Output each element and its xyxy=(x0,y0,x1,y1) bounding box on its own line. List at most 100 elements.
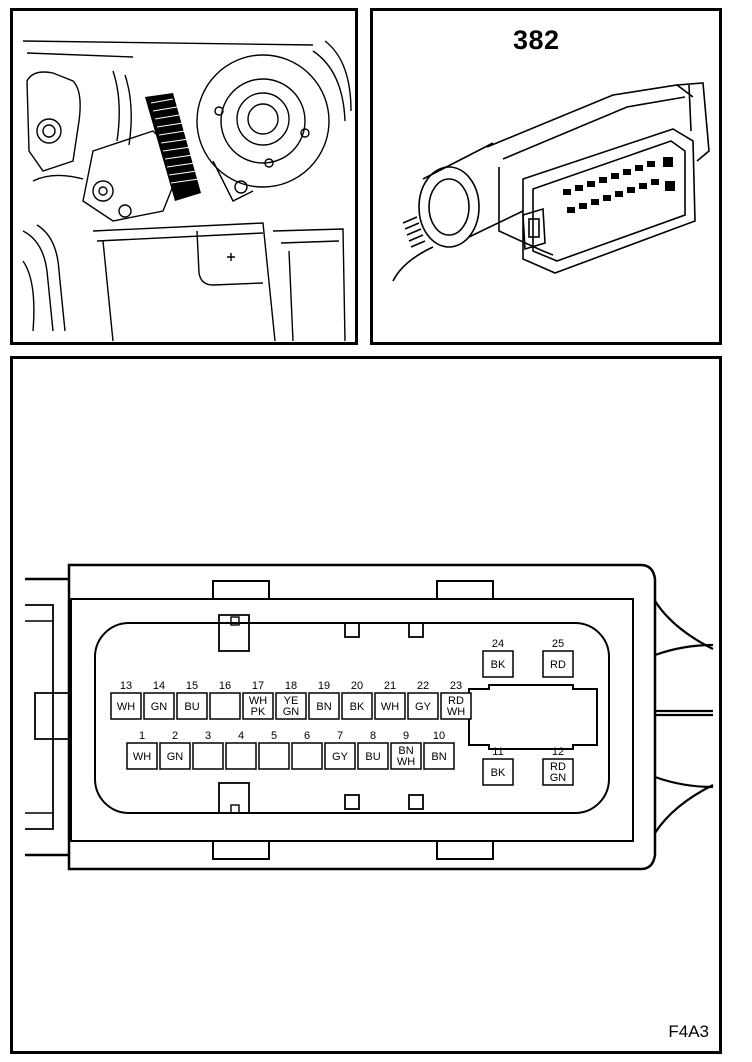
pin-cavity xyxy=(110,692,142,720)
pin-cavity xyxy=(482,650,514,678)
pin-3: 3 xyxy=(192,730,224,770)
wire-color: GY xyxy=(332,751,349,763)
wire-color: BK xyxy=(491,659,506,671)
pin-cavity xyxy=(275,692,307,720)
pin-8: 8BU xyxy=(357,730,389,770)
connector-number: 382 xyxy=(513,25,560,55)
pin-number: 20 xyxy=(351,680,363,692)
pin-number: 15 xyxy=(186,680,198,692)
pin-cavity xyxy=(341,692,373,720)
pin-number: 12 xyxy=(552,746,564,758)
wire-color: RD xyxy=(550,659,566,671)
pin-number: 16 xyxy=(219,680,231,692)
pin-number: 2 xyxy=(172,730,178,742)
pin-number: 14 xyxy=(153,680,165,692)
pin-cavity xyxy=(143,692,175,720)
pin-cavity xyxy=(390,742,422,770)
pin-cavity xyxy=(407,692,439,720)
pin-number: 4 xyxy=(238,730,244,742)
pin-number: 8 xyxy=(370,730,376,742)
pin-cavity xyxy=(440,692,472,720)
wire-color: GN xyxy=(167,751,184,763)
pin-cavity xyxy=(374,692,406,720)
pin-cavity xyxy=(308,692,340,720)
pin-number: 9 xyxy=(403,730,409,742)
wire-color: BK xyxy=(350,701,365,713)
pin-number: 5 xyxy=(271,730,277,742)
wire-color: WH xyxy=(133,751,151,763)
pin-number: 19 xyxy=(318,680,330,692)
pin-number: 1 xyxy=(139,730,145,742)
wire-color: BU xyxy=(184,701,199,713)
pin-cavity xyxy=(176,692,208,720)
pin-cavity xyxy=(159,742,191,770)
pin-number: 11 xyxy=(492,746,503,758)
pin-number: 6 xyxy=(304,730,310,742)
pin-cavity xyxy=(291,742,323,770)
pin-cavity xyxy=(225,742,257,770)
pin-4: 4 xyxy=(225,730,257,770)
pin-number: 10 xyxy=(433,730,445,742)
wire-color: BK xyxy=(491,767,506,779)
pin-cavity xyxy=(126,742,158,770)
connector-location-highlight xyxy=(145,93,201,201)
pin-cavity xyxy=(242,692,274,720)
wire-color: GN xyxy=(151,701,168,713)
pin-cavity xyxy=(192,742,224,770)
pin-cavity xyxy=(357,742,389,770)
pin-cavity xyxy=(482,758,514,786)
connector-illustration: 382 xyxy=(370,8,722,345)
pin-number: 13 xyxy=(120,680,132,692)
pin-cavity xyxy=(423,742,455,770)
pin-number: 7 xyxy=(337,730,343,742)
pin-cavity xyxy=(542,758,574,786)
pin-cavity xyxy=(209,692,241,720)
wire-color: BU xyxy=(365,751,380,763)
pin-5: 5 xyxy=(258,730,290,770)
pin-number: 24 xyxy=(492,638,504,650)
connector-drawing xyxy=(392,82,710,282)
pin-7: 7GY xyxy=(324,730,356,770)
pin-cavity xyxy=(324,742,356,770)
pin-number: 21 xyxy=(384,680,396,692)
pin-cavity xyxy=(542,650,574,678)
wire-color: GY xyxy=(415,701,432,713)
wire-color: WH xyxy=(117,701,135,713)
wire-color: BN xyxy=(431,751,446,763)
wire-color: WH xyxy=(381,701,399,713)
pin-number: 18 xyxy=(285,680,297,692)
pin-16: 16 xyxy=(209,680,241,720)
pin-1: 1WH xyxy=(126,730,158,770)
pin-number: 23 xyxy=(450,680,462,692)
wire-color: BN xyxy=(316,701,331,713)
engine-bay-drawing xyxy=(22,40,352,342)
figure-code: F4A3 xyxy=(668,1022,709,1041)
pin-number: 17 xyxy=(252,680,264,692)
pin-number: 3 xyxy=(205,730,211,742)
pin-number: 25 xyxy=(552,638,564,650)
